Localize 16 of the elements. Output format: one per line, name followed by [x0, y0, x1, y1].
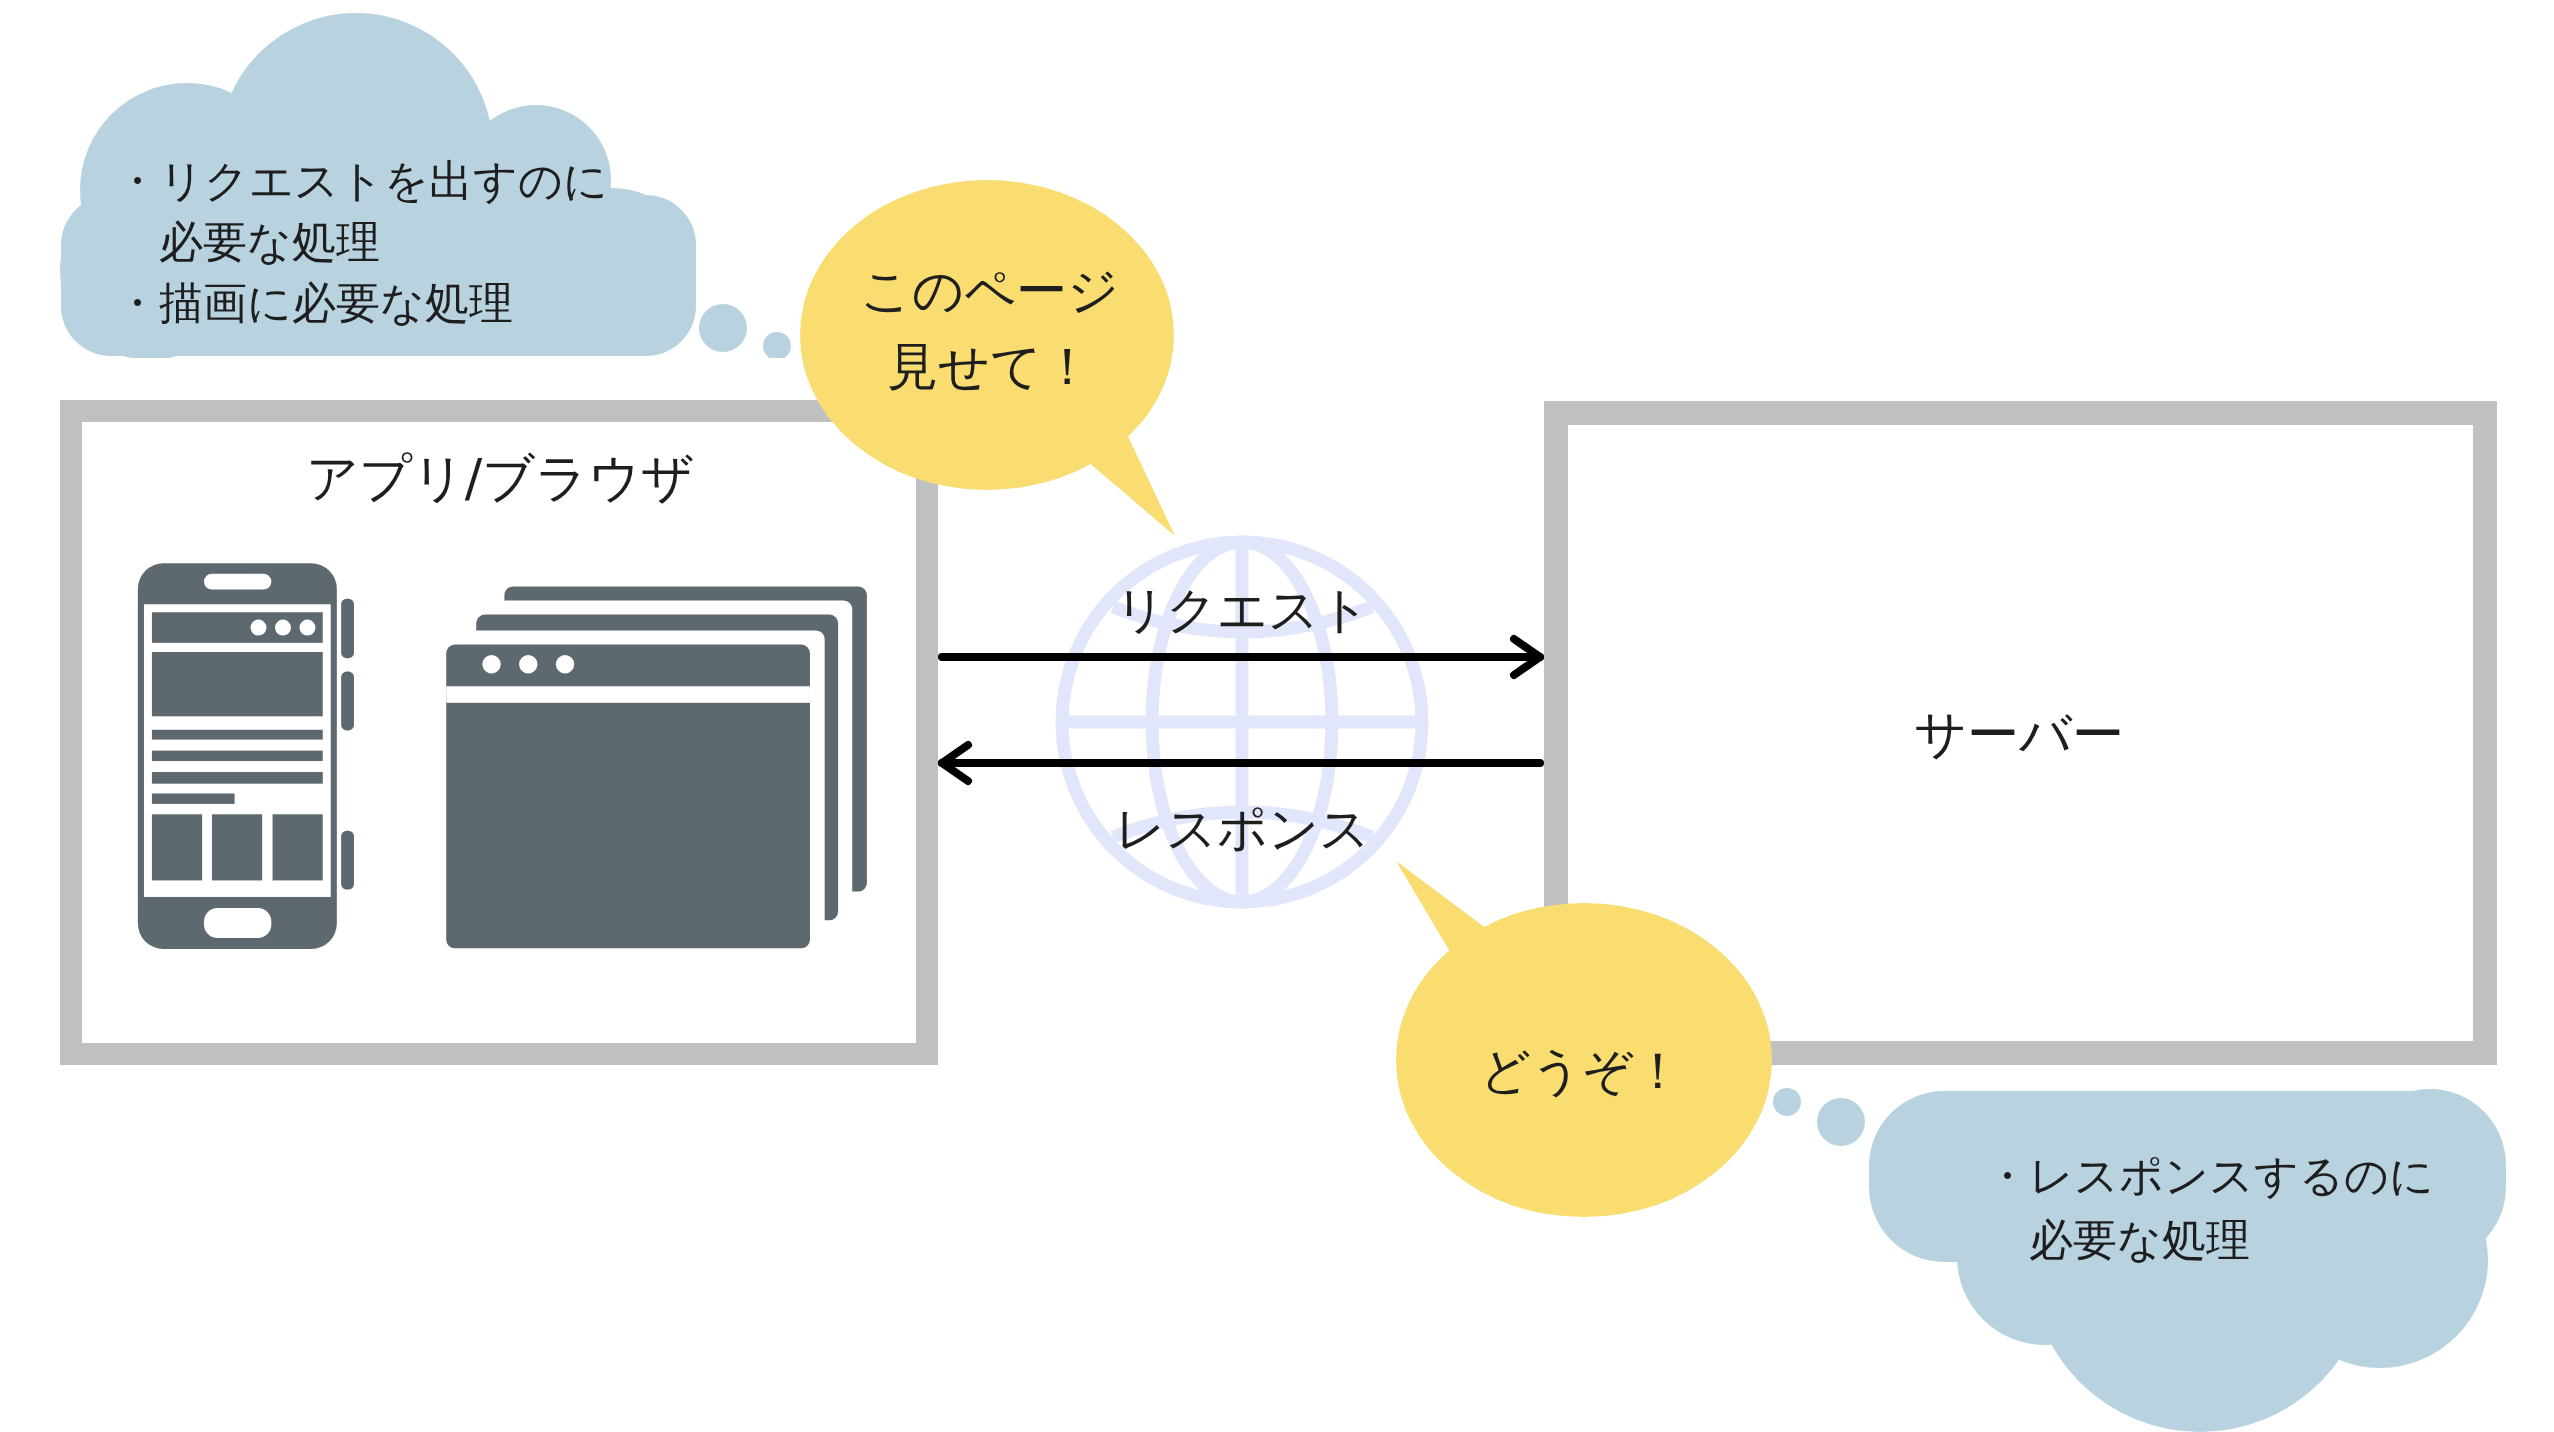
bullet-text: ・リクエストを出すのに必要な処理: [115, 154, 609, 269]
box-label: アプリ/ブラウザ: [305, 447, 695, 510]
speech-bubble: [1396, 861, 1773, 1218]
edge-label: レスポンス: [1114, 799, 1370, 859]
speech-bubble: [800, 180, 1176, 538]
arrow: [938, 635, 1544, 679]
edge-label: リクエスト: [1114, 580, 1370, 640]
client-box: [60, 400, 938, 1065]
bullet-text: ・描画に必要な処理: [115, 276, 514, 330]
thought-cloud: [60, 13, 792, 358]
bubble-text: このページ見せて！: [859, 260, 1121, 398]
bullet-text: ・レスポンスするのに必要な処理: [1985, 1149, 2435, 1267]
arrow: [938, 741, 1544, 785]
thought-cloud: [1773, 1088, 2506, 1432]
bubble-text: どうぞ！: [1479, 1040, 1683, 1102]
box-label: サーバー: [1914, 703, 2124, 766]
